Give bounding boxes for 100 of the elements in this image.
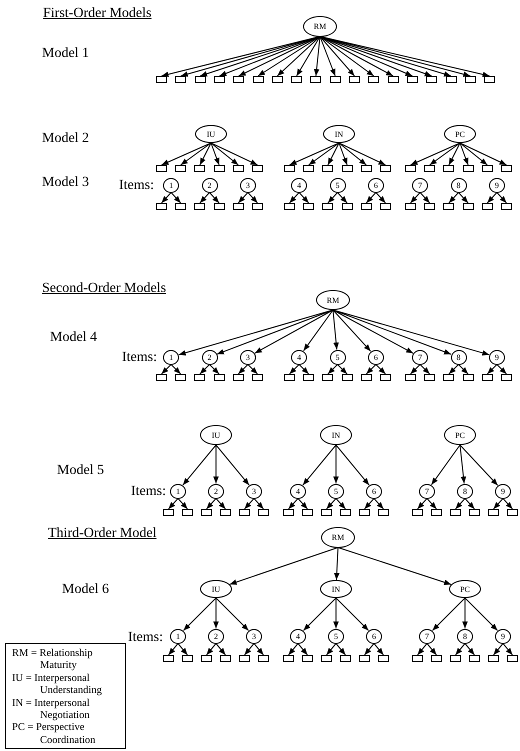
arrow: [417, 643, 428, 656]
factor-ellipse: [195, 125, 227, 143]
item-circle: [495, 628, 511, 644]
arrow: [374, 643, 384, 656]
items-label: Items:: [131, 483, 166, 500]
arrow: [448, 142, 460, 166]
indicator-box: [405, 165, 416, 172]
model-label: Model 2: [42, 130, 90, 147]
key-entry: PC = Perspective Coordination: [11, 722, 96, 748]
indicator-box: [284, 165, 295, 172]
arrow: [338, 142, 367, 166]
arrow: [298, 643, 308, 656]
arrow: [254, 310, 334, 354]
arrow: [302, 598, 336, 632]
indicator-box: [360, 203, 372, 210]
item-number: 6: [372, 486, 376, 496]
indicator-box: [156, 203, 167, 210]
indicator-box: [469, 655, 480, 662]
indicator-box: [426, 76, 438, 83]
arrow: [410, 364, 421, 374]
item-number: 3: [252, 632, 256, 640]
indicator-box: [462, 203, 474, 210]
item-circle: [170, 628, 186, 644]
item-number: 9: [501, 632, 505, 640]
arrow: [244, 498, 254, 510]
indicator-box: [284, 203, 295, 210]
arrow: [486, 364, 498, 374]
arrow: [336, 498, 346, 510]
item-circle: [202, 350, 218, 364]
arrow: [216, 498, 226, 510]
arrow: [178, 643, 188, 656]
arrow: [486, 192, 498, 204]
arrow: [326, 643, 336, 656]
item-circle: [330, 350, 346, 364]
indicator-box: [431, 655, 442, 662]
arrow: [464, 643, 475, 656]
item-number: 6: [374, 180, 378, 190]
indicator-box: [378, 655, 389, 662]
indicator-box: [214, 374, 225, 381]
arrow: [276, 36, 320, 76]
item-circle: [495, 484, 511, 498]
item-number: 7: [418, 352, 422, 362]
arrow: [216, 310, 334, 355]
arrow: [216, 598, 250, 632]
indicator-box: [342, 203, 353, 210]
arrow: [210, 142, 239, 166]
arrow: [417, 498, 428, 510]
item-number: 1: [176, 486, 180, 496]
factor-name: PC: [455, 130, 465, 138]
indicator-box: [283, 509, 294, 516]
arrow: [420, 364, 430, 374]
indicator-box: [488, 509, 499, 516]
arrow: [320, 36, 336, 76]
arrow: [199, 192, 210, 204]
item-circle: [290, 484, 306, 498]
arrow: [366, 364, 376, 374]
arrow: [460, 142, 469, 166]
indicator-box: [156, 374, 167, 381]
indicator-box: [239, 509, 250, 516]
item-number: 2: [214, 486, 218, 496]
indicator-box: [412, 509, 423, 516]
factor-ellipse: [323, 125, 355, 143]
item-circle: [330, 178, 346, 192]
indicator-box: [342, 165, 353, 172]
arrow: [338, 142, 348, 166]
indicator-box: [156, 165, 167, 172]
indicator-box: [388, 76, 399, 83]
arrow: [332, 310, 414, 354]
arrow: [374, 498, 384, 510]
indicator-box: [507, 509, 518, 516]
arrow: [327, 364, 338, 374]
indicator-box: [194, 374, 206, 381]
arrow: [209, 192, 220, 204]
arrow: [314, 36, 320, 76]
arrow: [209, 364, 220, 374]
indicator-box: [163, 509, 174, 516]
item-number: 5: [336, 180, 340, 190]
indicator-box: [163, 655, 174, 662]
indicator-box: [201, 509, 212, 516]
indicator-box: [214, 76, 225, 83]
abbreviation-key: [5, 643, 126, 749]
indicator-box: [482, 374, 493, 381]
factor-ellipse: [444, 425, 476, 445]
item-circle: [488, 350, 505, 364]
indicator-box: [232, 165, 244, 172]
item-number: 7: [418, 180, 422, 190]
model-label: Model 3: [42, 174, 90, 191]
arrow: [496, 364, 507, 374]
item-circle: [419, 628, 435, 644]
factor-ellipse: [321, 526, 355, 548]
indicator-box: [360, 165, 372, 172]
arrow: [302, 444, 336, 486]
item-number: 2: [208, 352, 212, 362]
indicator-box: [303, 374, 314, 381]
indicator-box: [303, 165, 314, 172]
arrow: [426, 643, 437, 656]
factor-ellipse: [444, 125, 476, 143]
indicator-box: [310, 76, 322, 83]
arrow: [216, 643, 226, 656]
indicator-box: [482, 165, 493, 172]
